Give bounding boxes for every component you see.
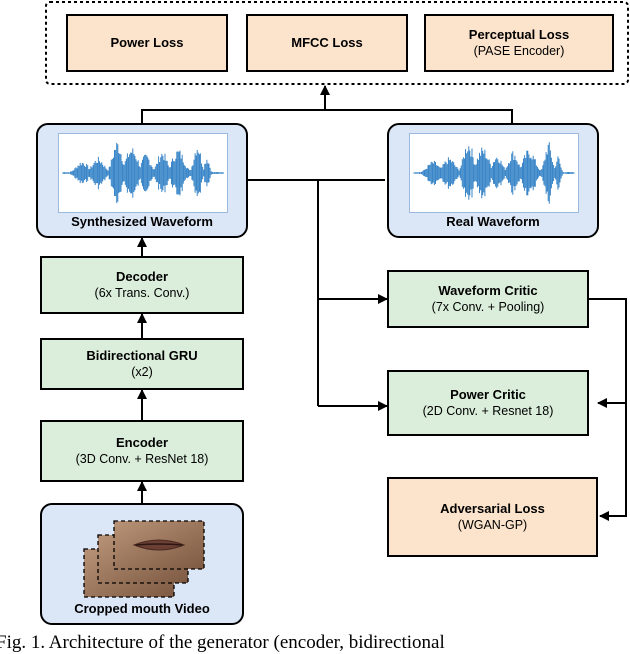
real-waveform-signal bbox=[413, 142, 575, 204]
power-loss-label: Power Loss bbox=[110, 35, 184, 50]
encoder-title: Encoder bbox=[115, 435, 168, 450]
video-frame-1 bbox=[113, 520, 205, 570]
waveform-critic-subtitle: (7x Conv. + Pooling) bbox=[431, 300, 545, 314]
waveform-signal-path bbox=[62, 142, 224, 204]
real-waveform-label: Real Waveform bbox=[446, 214, 540, 229]
arrow-to-losses bbox=[141, 86, 513, 123]
perceptual-loss-box: Perceptual Loss (PASE Encoder) bbox=[424, 14, 614, 72]
mfcc-loss-box: MFCC Loss bbox=[246, 14, 408, 72]
gru-title: Bidirectional GRU bbox=[86, 348, 198, 363]
synthesized-waveform-plot bbox=[58, 133, 228, 213]
waveform-critic-title: Waveform Critic bbox=[438, 283, 538, 298]
mouth-video-frames-icon bbox=[83, 520, 205, 598]
power-critic-title: Power Critic bbox=[450, 387, 526, 402]
cropped-video-box: Cropped mouth Video bbox=[40, 503, 244, 625]
synthesized-waveform-signal bbox=[62, 142, 224, 204]
synthesized-waveform-label: Synthesized Waveform bbox=[71, 214, 213, 229]
waveform-critic-box: Waveform Critic (7x Conv. + Pooling) bbox=[387, 270, 589, 328]
figure-caption: Fig. 1. Architecture of the generator (e… bbox=[0, 632, 445, 653]
mfcc-loss-label: MFCC Loss bbox=[291, 35, 363, 50]
arrow-waveform-critic-to-adv bbox=[589, 298, 627, 521]
real-waveform-box: Real Waveform bbox=[387, 123, 599, 238]
cropped-video-label: Cropped mouth Video bbox=[74, 601, 210, 616]
gru-subtitle: (x2) bbox=[131, 365, 153, 379]
adversarial-loss-subtitle: (WGAN-GP) bbox=[457, 518, 528, 532]
power-critic-subtitle: (2D Conv. + Resnet 18) bbox=[422, 404, 554, 418]
mouth-lips-shape bbox=[132, 539, 186, 551]
power-loss-box: Power Loss bbox=[66, 14, 228, 72]
adversarial-loss-title: Adversarial Loss bbox=[440, 501, 545, 516]
perceptual-loss-label: Perceptual Loss bbox=[468, 27, 570, 42]
decoder-title: Decoder bbox=[115, 269, 169, 284]
encoder-box: Encoder (3D Conv. + ResNet 18) bbox=[40, 420, 244, 482]
real-waveform-plot bbox=[409, 133, 579, 213]
gru-box: Bidirectional GRU (x2) bbox=[40, 338, 244, 390]
perceptual-loss-subtitle: (PASE Encoder) bbox=[473, 44, 565, 58]
waveform-bus-line bbox=[248, 179, 385, 406]
waveform-signal-path bbox=[413, 142, 575, 204]
power-critic-box: Power Critic (2D Conv. + Resnet 18) bbox=[387, 370, 589, 436]
decoder-subtitle: (6x Trans. Conv.) bbox=[94, 286, 190, 300]
decoder-box: Decoder (6x Trans. Conv.) bbox=[40, 256, 244, 314]
adversarial-loss-box: Adversarial Loss (WGAN-GP) bbox=[387, 477, 598, 557]
synthesized-waveform-box: Synthesized Waveform bbox=[36, 123, 248, 238]
encoder-subtitle: (3D Conv. + ResNet 18) bbox=[75, 452, 209, 466]
